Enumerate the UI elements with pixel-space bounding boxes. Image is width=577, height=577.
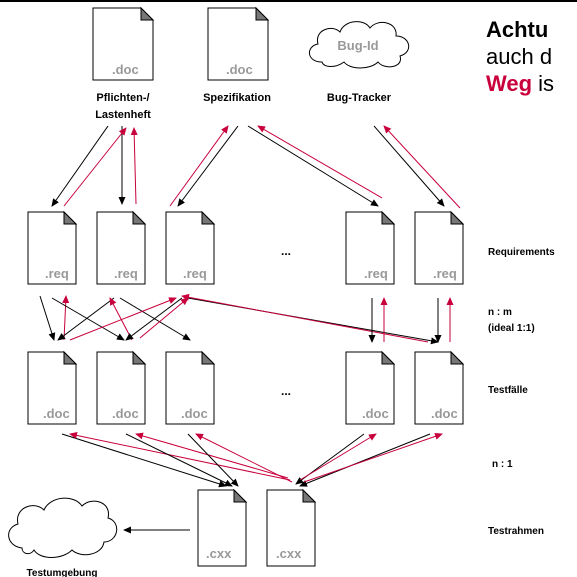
lastenheft-label-line1: Pflichten-/ (96, 92, 149, 104)
requirement-document-icon[interactable]: .req (27, 210, 78, 285)
doc-ext: .doc (112, 62, 139, 77)
row-label-mapping: n : m (488, 307, 512, 318)
frame-ext: .cxx (276, 546, 302, 561)
requirement-document-icon[interactable]: .req (345, 210, 396, 285)
test-environment-cloud-icon[interactable] (8, 497, 118, 558)
top-rule (0, 0, 577, 2)
testcase-document-icon[interactable]: .doc (27, 350, 78, 425)
row-label-testrahmen: Testrahmen (488, 526, 544, 537)
row-label-testcases: Testfälle (488, 385, 528, 396)
headline: Achtu auch d Weg is (486, 16, 577, 97)
backward-arrow (139, 297, 189, 339)
testcase-document-icon[interactable]: .doc (414, 350, 465, 425)
lastenheft-label-line2: Lastenheft (95, 109, 151, 121)
req-ext: .req (114, 266, 138, 281)
testcase-ext: .doc (431, 406, 458, 421)
headline-line2: auch d (486, 44, 553, 69)
testframe-document-icon[interactable]: .cxx (266, 488, 317, 567)
spezifikation-label: Spezifikation (203, 92, 271, 104)
requirement-document-icon[interactable]: .req (96, 210, 147, 285)
req-ext: .req (433, 266, 457, 281)
bug-tracker-label: Bug-Tracker (327, 92, 392, 104)
lastenheft-document-icon[interactable]: .doc (92, 6, 155, 81)
req-ext: .req (364, 266, 388, 281)
backward-arrow (69, 432, 291, 481)
testcase-document-icon[interactable]: .doc (96, 350, 147, 425)
backward-arrow (130, 127, 138, 205)
row-label-mapping-note: (ideal 1:1) (488, 323, 535, 334)
headline-line1: Achtu (486, 17, 549, 42)
row-label-n-to-1: n : 1 (492, 459, 513, 470)
requirements-ellipsis: ... (281, 244, 291, 258)
backward-arrow (169, 125, 229, 207)
bug-id-label: Bug-Id (337, 38, 378, 53)
backward-arrow (303, 432, 443, 483)
forward-arrow (247, 125, 379, 207)
backward-arrow (383, 125, 461, 209)
forward-arrow (51, 297, 125, 341)
backward-arrow (257, 125, 383, 199)
backward-arrow (69, 297, 177, 341)
forward-arrow (61, 433, 227, 488)
testcase-document-icon[interactable]: .doc (165, 350, 216, 425)
trace-arrows (39, 125, 461, 534)
headline-accent-word: Weg (486, 71, 533, 96)
requirement-document-icon[interactable]: .req (414, 210, 465, 285)
forward-arrow (125, 433, 233, 487)
forward-arrow (299, 433, 431, 487)
backward-arrow (62, 295, 70, 341)
forward-arrow (125, 297, 183, 341)
testcase-ext: .doc (43, 406, 70, 421)
headline-line3-rest: is (532, 71, 555, 96)
testcases-ellipsis: ... (281, 384, 291, 398)
backward-arrow (181, 293, 429, 343)
forward-arrow (51, 125, 109, 207)
backward-arrow (299, 433, 377, 481)
forward-arrow (187, 433, 239, 487)
req-ext: .req (183, 266, 207, 281)
req-ext: .req (45, 266, 69, 281)
bug-tracker-cloud-icon[interactable]: Bug-Id (309, 21, 410, 69)
doc-ext: .doc (226, 62, 253, 77)
testumgebung-label: Testumgebung (27, 568, 98, 577)
testcase-ext: .doc (112, 406, 139, 421)
testframe-document-icon[interactable]: .cxx (197, 488, 248, 567)
headline-line3: Weg is (486, 70, 577, 97)
frame-ext: .cxx (206, 546, 232, 561)
backward-arrow (135, 432, 289, 479)
forward-arrow (39, 295, 56, 341)
testcase-ext: .doc (181, 406, 208, 421)
row-label-requirements: Requirements (488, 247, 555, 258)
forward-arrow (119, 297, 191, 341)
testcase-ext: .doc (362, 406, 389, 421)
backward-arrow (63, 127, 127, 207)
forward-arrow (177, 125, 239, 207)
backward-arrow (195, 433, 293, 483)
spezifikation-document-icon[interactable]: .doc (207, 6, 270, 81)
testcase-document-icon[interactable]: .doc (345, 350, 396, 425)
forward-arrow (57, 297, 115, 341)
requirement-document-icon[interactable]: .req (165, 210, 216, 285)
forward-arrow (373, 125, 445, 207)
